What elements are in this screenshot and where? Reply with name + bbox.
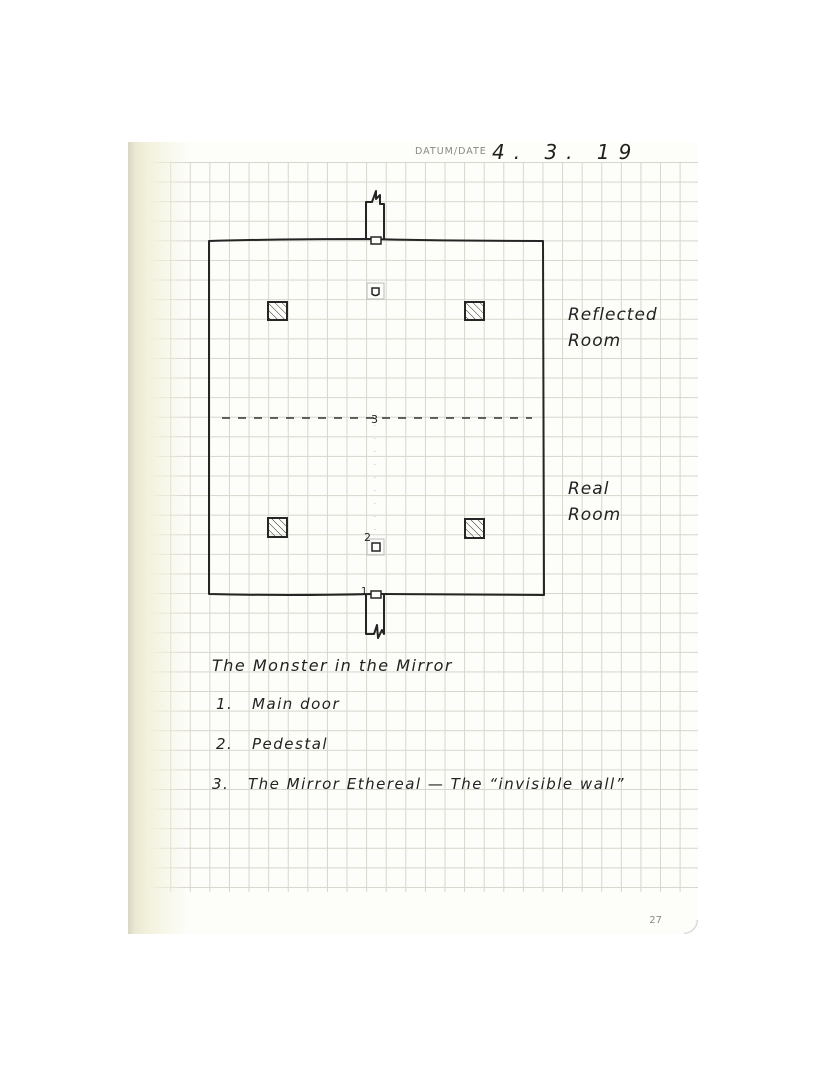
bottom-corridor [365, 594, 385, 639]
date-label: DATUM/DATE [415, 146, 487, 157]
marker-pedestal: 2 [364, 531, 371, 544]
dungeon-map: 3 2 1 [208, 190, 545, 639]
grid-paper [128, 162, 698, 892]
pillar [267, 301, 288, 321]
page-corner-shadow [684, 920, 698, 934]
notebook-page: DATUM/DATE 4. 3. 19 [128, 142, 698, 934]
reflected-pedestal [371, 287, 380, 297]
real-room-label: Real Room [568, 479, 622, 525]
real-pedestal [371, 542, 381, 552]
room-wall [208, 238, 545, 596]
page-number: 27 [649, 915, 662, 926]
reflected-room-label: Reflected Room [568, 305, 658, 351]
legend-item: 2.Pedestal [216, 735, 329, 753]
legend-title: The Monster in the Mirror [212, 656, 453, 675]
legend-item: 3.The Mirror Ethereal — The “invisible w… [212, 775, 625, 793]
top-door [370, 236, 382, 245]
pillar [464, 301, 485, 321]
marker-mirror: 3 [371, 413, 378, 426]
top-corridor [365, 190, 385, 240]
pillar [267, 517, 288, 538]
marker-door: 1 [361, 586, 367, 597]
main-door [370, 590, 382, 599]
legend-item: 1.Main door [216, 695, 341, 713]
pillar [464, 518, 485, 539]
date-value: 4. 3. 19 [492, 142, 641, 164]
